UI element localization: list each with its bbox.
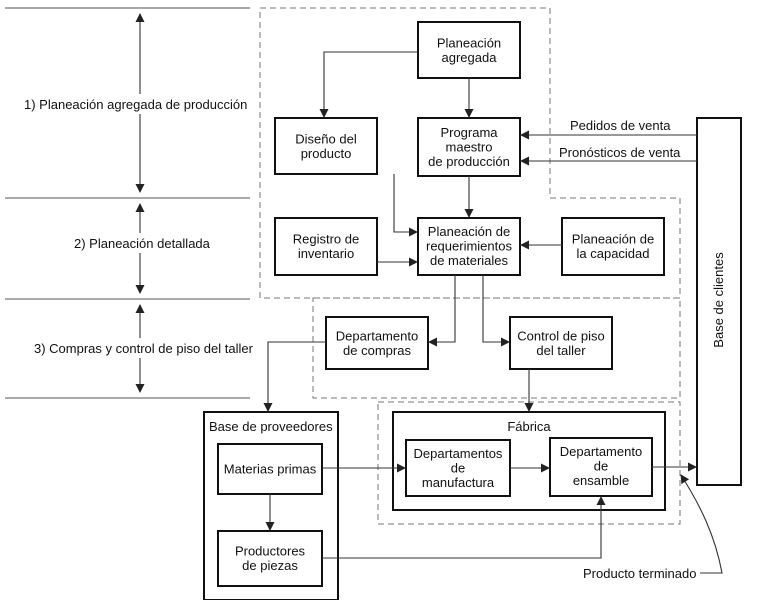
box-text-line: Registro de — [293, 231, 359, 246]
box-inventory-record — [274, 217, 378, 276]
box-text-line: Diseño del — [295, 131, 357, 146]
box-shop-floor-control — [509, 316, 613, 370]
sales-forecasts-label: Pronósticos de venta — [559, 145, 681, 160]
box-text-line: agregada — [442, 50, 498, 65]
box-text-line: de compras — [343, 343, 411, 358]
box-aggregate-planning — [417, 21, 521, 79]
sales-orders-label: Pedidos de venta — [570, 118, 671, 133]
box-master-schedule — [417, 117, 521, 177]
box-text-line: producto — [301, 146, 352, 161]
phase-label-1: 1) Planeación agregada de producción — [24, 97, 247, 112]
region-aggregate-planning — [259, 7, 681, 299]
box-text-line: Planeación — [437, 35, 501, 50]
box-text-line: inventario — [298, 246, 354, 261]
arrow-purchasing-to-suppliers — [263, 341, 326, 412]
box-mrp — [417, 217, 521, 276]
box-text-line: manufactura — [422, 475, 495, 490]
box-text-line: de materiales — [430, 253, 509, 268]
box-text-line: Departamento — [336, 328, 418, 343]
region-factory — [377, 401, 681, 525]
phase-label-3: 3) Compras y control de piso del taller — [34, 341, 254, 356]
box-text-line: Planeación de — [572, 231, 654, 246]
finished-product-label: Producto terminado — [583, 566, 696, 581]
box-parts-producers — [217, 530, 323, 587]
arrow-mrp-to-shop-floor — [482, 275, 510, 347]
box-text-line: Control de piso — [517, 328, 604, 343]
factory-label: Fábrica — [507, 419, 551, 434]
arrow-mrp-to-purchasing — [428, 275, 456, 347]
box-text-line: de piezas — [242, 558, 298, 573]
box-text-line: Planeación de — [428, 224, 510, 239]
customer-base-label: Base de clientes — [711, 252, 726, 348]
phase-label-2: 2) Planeación detallada — [74, 236, 211, 251]
finished-product-leader — [680, 474, 723, 574]
box-text-line: de — [594, 459, 608, 474]
box-text-line: maestro — [446, 140, 493, 155]
box-text-line: Departamentos — [414, 446, 503, 461]
region-purchasing-control — [312, 297, 681, 399]
box-manufacturing-depts — [405, 439, 511, 497]
box-product-design — [274, 117, 378, 175]
arrow-design-to-mrp — [393, 174, 418, 237]
arrow-parts-to-assembly — [322, 496, 606, 559]
box-text-line: de producción — [428, 154, 510, 169]
box-raw-materials-text: Materias primas — [224, 462, 317, 477]
box-text-line: de — [451, 461, 465, 476]
box-text-line: la capacidad — [577, 246, 650, 261]
customer-base — [696, 117, 742, 486]
supplier-base-label: Base de proveedores — [209, 419, 333, 434]
box-text-line: Materias primas — [224, 462, 317, 477]
box-text-line: del taller — [536, 343, 586, 358]
box-capacity-planning — [561, 217, 665, 276]
box-text-line: ensamble — [573, 473, 629, 488]
box-text-line: Productores — [235, 543, 306, 558]
box-text-line: Programa — [440, 125, 498, 140]
box-text-line: requerimientos — [426, 239, 512, 254]
box-text-line: Departamento — [560, 444, 642, 459]
arrow-aggregate-to-design — [319, 51, 418, 118]
